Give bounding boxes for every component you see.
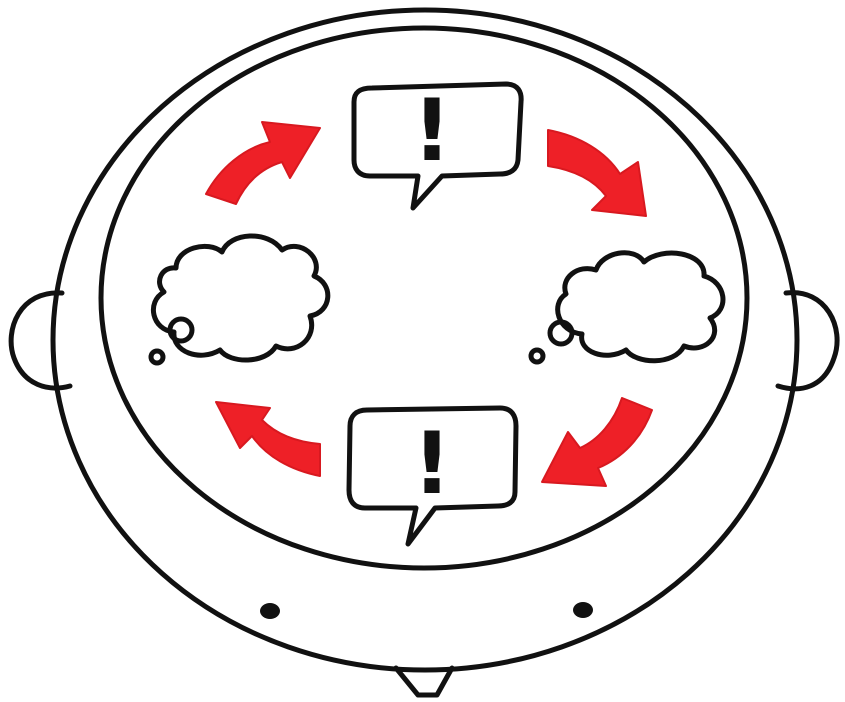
right-ear (778, 293, 837, 389)
cycle-arrow-top-left (206, 122, 320, 204)
cycle-arrow-bottom-right (542, 398, 652, 486)
left-ear (11, 293, 70, 388)
thought-bubble-left-small (151, 351, 163, 363)
exclamation-bottom: ! (412, 414, 451, 514)
thought-cloud-right (531, 253, 723, 362)
right-eye (573, 602, 593, 618)
speech-bubble-top: ! (354, 81, 521, 208)
left-eye (260, 603, 280, 619)
thought-bubble-right-small (531, 350, 543, 362)
speech-bubble-bottom: ! (349, 408, 516, 544)
cycle-arrow-top-right (548, 130, 646, 216)
thought-cloud-left (151, 236, 328, 363)
thought-cloud-right-outline (558, 253, 723, 361)
cycle-arrow-bottom-left (216, 402, 320, 476)
exclamation-top: ! (412, 81, 451, 181)
